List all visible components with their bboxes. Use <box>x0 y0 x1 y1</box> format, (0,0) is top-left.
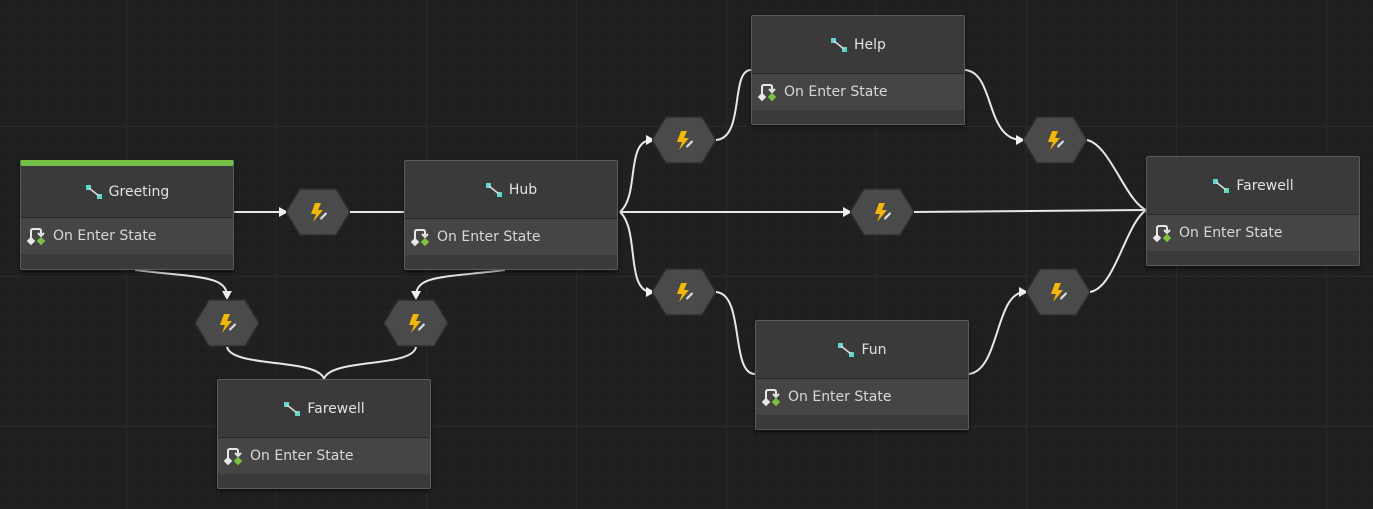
node-event-row[interactable]: On Enter State <box>752 74 964 110</box>
state-title: Greeting <box>108 183 170 200</box>
event-label: On Enter State <box>437 229 541 245</box>
event-label: On Enter State <box>250 448 354 464</box>
node-event-row[interactable]: On Enter State <box>21 218 233 254</box>
state-title: Hub <box>508 181 538 198</box>
edge-hub-to-fun-transition <box>619 211 653 293</box>
on-enter-state-icon <box>1153 225 1172 243</box>
lightning-transition-icon <box>1048 131 1064 150</box>
node-header[interactable]: Greeting <box>21 166 233 218</box>
edge-fun-to-transition <box>968 291 1026 375</box>
arrow-greeting-bottom-transition <box>222 291 232 300</box>
edge-help-transition-to-farewell <box>1086 139 1147 211</box>
edge-fun-transition-to-farewell <box>1089 209 1147 293</box>
event-label: On Enter State <box>1179 225 1283 241</box>
event-label: On Enter State <box>788 389 892 405</box>
node-footer <box>756 415 968 429</box>
node-header[interactable]: Fun <box>756 321 968 379</box>
arrow-hub-help-transition <box>646 135 655 145</box>
arrow-fun-transition <box>1019 287 1028 297</box>
edge-hub-to-help-transition <box>619 139 653 213</box>
edge-hub-to-bottom-transition <box>414 269 506 299</box>
node-footer <box>218 474 430 488</box>
state-node-hub[interactable]: Hub On Enter State <box>404 160 618 270</box>
arrow-greeting-transition <box>279 207 288 217</box>
state-graph-icon <box>284 401 301 416</box>
state-title: Farewell <box>1236 177 1294 194</box>
node-event-row[interactable]: On Enter State <box>756 379 968 415</box>
lightning-transition-icon <box>677 283 693 302</box>
state-title: Fun <box>861 341 887 358</box>
node-event-row[interactable]: On Enter State <box>218 438 430 474</box>
state-graph-icon <box>485 182 502 197</box>
transition-help-farewell[interactable] <box>1023 115 1087 165</box>
event-label: On Enter State <box>53 228 157 244</box>
arrow-hub-bottom-transition <box>411 291 421 300</box>
node-footer <box>405 255 617 269</box>
edge-bottom-transition-to-farewell-2 <box>323 346 417 380</box>
lightning-transition-icon <box>677 131 693 150</box>
node-header[interactable]: Farewell <box>1147 157 1359 215</box>
arrow-help-transition <box>1016 135 1025 145</box>
on-enter-state-icon <box>762 389 781 407</box>
state-node-help[interactable]: Help On Enter State <box>751 15 965 125</box>
on-enter-state-icon <box>411 229 430 247</box>
transition-fun-farewell[interactable] <box>1026 267 1090 317</box>
event-label: On Enter State <box>784 84 888 100</box>
transition-greeting-hub[interactable] <box>286 187 350 237</box>
edge-greeting-to-bottom-transition <box>134 269 229 299</box>
lightning-transition-icon <box>311 203 327 222</box>
lightning-transition-icon <box>409 314 425 333</box>
node-footer <box>21 254 233 268</box>
on-enter-state-icon <box>224 448 243 466</box>
state-graph-icon <box>838 342 855 357</box>
on-enter-state-icon <box>758 84 777 102</box>
node-footer <box>752 110 964 124</box>
state-graph-icon <box>85 184 102 199</box>
state-title: Farewell <box>307 400 365 417</box>
state-node-farewell-right[interactable]: Farewell On Enter State <box>1146 156 1360 266</box>
state-graph-icon <box>831 37 848 52</box>
lightning-transition-icon <box>1051 283 1067 302</box>
transition-hub-farewell-direct[interactable] <box>850 187 914 237</box>
on-enter-state-icon <box>27 228 46 246</box>
state-node-farewell-bottom[interactable]: Farewell On Enter State <box>217 379 431 489</box>
node-header[interactable]: Farewell <box>218 380 430 438</box>
node-event-row[interactable]: On Enter State <box>1147 215 1359 251</box>
edge-middle-transition-to-farewell <box>912 209 1147 213</box>
edge-bottom-transition-to-farewell <box>226 346 325 380</box>
transition-hub-farewell[interactable] <box>384 298 448 348</box>
edge-help-to-transition <box>964 69 1023 141</box>
node-header[interactable]: Hub <box>405 161 617 219</box>
arrow-hub-fun-transition <box>646 287 655 297</box>
edge-fun-transition-to-fun <box>715 291 756 375</box>
node-event-row[interactable]: On Enter State <box>405 219 617 255</box>
node-header[interactable]: Help <box>752 16 964 74</box>
transition-greeting-farewell[interactable] <box>195 298 259 348</box>
lightning-transition-icon <box>875 203 891 222</box>
state-node-greeting[interactable]: Greeting On Enter State <box>20 160 234 270</box>
state-graph-icon <box>1213 178 1230 193</box>
transition-hub-help[interactable] <box>652 115 716 165</box>
node-footer <box>1147 251 1359 265</box>
state-title: Help <box>854 36 886 53</box>
edge-help-transition-to-help <box>715 69 752 141</box>
lightning-transition-icon <box>220 314 236 333</box>
state-node-fun[interactable]: Fun On Enter State <box>755 320 969 430</box>
transition-hub-fun[interactable] <box>652 267 716 317</box>
arrow-hub-middle-transition <box>843 207 852 217</box>
